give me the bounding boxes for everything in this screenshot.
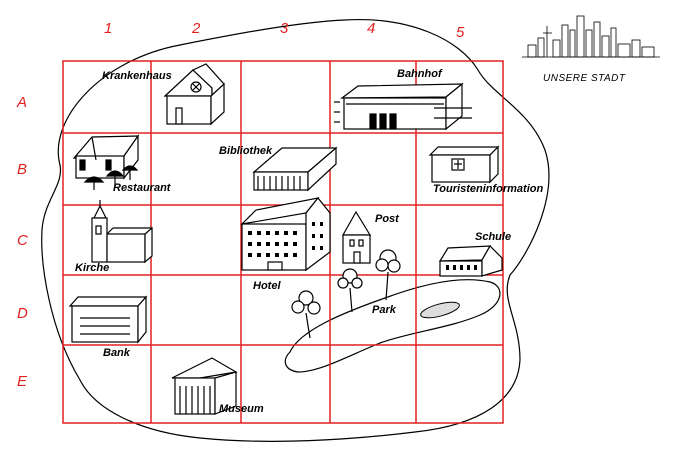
label-bibliothek: Bibliothek: [219, 145, 273, 157]
label-schule: Schule: [475, 231, 512, 243]
library-icon: [252, 146, 338, 192]
bank-icon: [68, 295, 148, 344]
column-label-5: 5: [456, 24, 465, 41]
label-restaurant: Restaurant: [113, 182, 171, 194]
label-touristeninformation: Touristeninformation: [433, 183, 544, 195]
label-bahnhof: Bahnhof: [397, 68, 442, 80]
museum-icon: [171, 357, 238, 415]
tourist-info-icon: [428, 145, 500, 184]
tree-icon: [337, 268, 363, 313]
row-label-b: B: [17, 161, 28, 178]
label-post: Post: [375, 213, 399, 225]
label-museum: Museum: [219, 403, 264, 415]
train-station-icon: [334, 82, 472, 131]
label-hotel: Hotel: [253, 280, 281, 292]
skyline-icon: [522, 15, 660, 58]
tree-icon: [291, 290, 321, 339]
hospital-icon: [163, 63, 225, 126]
lake-rock: [420, 301, 460, 319]
column-label-1: 1: [104, 20, 113, 37]
column-label-4: 4: [367, 20, 376, 37]
post-office-icon: [341, 210, 372, 264]
city-boundary: [41, 18, 550, 442]
park-lake: [284, 279, 501, 373]
row-label-d: D: [17, 305, 28, 322]
label-park: Park: [372, 304, 396, 316]
row-label-c: C: [17, 232, 28, 249]
row-label-a: A: [17, 94, 28, 111]
map-title: UNSERE STADT: [543, 73, 626, 84]
label-kirche: Kirche: [75, 262, 110, 274]
tree-icon: [375, 249, 401, 301]
grid-frame: [62, 60, 504, 424]
label-krankenhaus: Krankenhaus: [102, 70, 172, 82]
row-label-e: E: [17, 373, 28, 390]
hotel-icon: [240, 197, 331, 272]
school-icon: [438, 245, 503, 277]
column-label-3: 3: [280, 20, 289, 37]
column-label-2: 2: [192, 20, 201, 37]
restaurant-icon: [72, 134, 140, 190]
label-bank: Bank: [103, 347, 130, 359]
church-icon: [91, 200, 153, 264]
